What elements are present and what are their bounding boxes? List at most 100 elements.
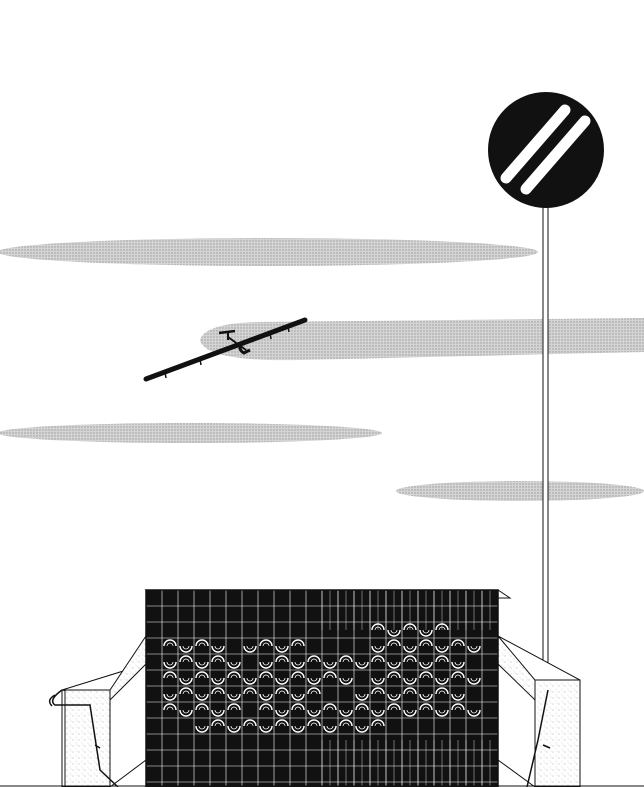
clouds [0,238,644,501]
tile-loop [403,687,417,695]
tile-loop [419,629,433,637]
tile-loop [307,719,321,727]
tile-loop [163,639,177,647]
tile-loop [163,703,177,711]
tile-loop [387,639,401,647]
tile-loop [259,671,273,679]
tile-loop [323,703,337,711]
tile-loop [403,655,417,663]
tile-loop [291,639,305,647]
tile-loop [275,677,289,685]
tile-loop [227,725,241,733]
tile-loop [371,677,385,685]
tile-loop [275,687,289,695]
tile-loop [403,677,417,685]
tile-loop [275,645,289,653]
tile-loop [387,661,401,669]
tile-loop [195,671,209,679]
tile-loop [403,709,417,717]
tile-loop [339,677,353,685]
tile-loop [227,703,241,711]
tile-loop [243,677,257,685]
tile-loop [451,661,465,669]
tile-loop [163,693,177,701]
tile-loop [227,661,241,669]
tile-loop [291,693,305,701]
tile-loop [355,725,369,733]
tile-loop [387,693,401,701]
tile-loop [211,687,225,695]
tile-loop [435,645,449,653]
tile-loop [291,661,305,669]
tile-loop [435,677,449,685]
tile-loop [259,661,273,669]
tile-loop [179,687,193,695]
tile-loop [355,693,369,701]
tile-loop [243,719,257,727]
tile-loop [339,655,353,663]
tile-loop [227,671,241,679]
tile-loop [451,703,465,711]
cloud-4 [396,481,644,501]
tile-loop [195,693,209,701]
tile-loop [387,703,401,711]
tile-loop [403,623,417,631]
tile-loop [451,671,465,679]
tile-loop [195,703,209,711]
tile-loop [419,639,433,647]
cloud-2 [200,318,644,361]
right-side-rail [497,634,581,787]
tile-loop [291,671,305,679]
tile-loop [179,677,193,685]
tile-loop [387,671,401,679]
tile-loop [163,671,177,679]
tile-loop [195,639,209,647]
tile-loop [243,687,257,695]
tile-loop [211,677,225,685]
tile-loop [371,645,385,653]
tiled-bench [144,589,512,787]
tile-loop [467,709,481,717]
cloud-3 [0,423,382,443]
tile-loop [435,687,449,695]
tile-loop [179,709,193,717]
tile-loop [259,639,273,647]
tile-loop [307,687,321,695]
sign-pole [542,205,549,682]
tile-loop [355,661,369,669]
tile-loop [339,719,353,727]
tile-loop [227,693,241,701]
tile-loop [291,725,305,733]
tile-loop [419,693,433,701]
tile-loop [211,719,225,727]
tile-loop [195,661,209,669]
tile-loop [371,655,385,663]
tile-loop [163,661,177,669]
tile-loop [451,639,465,647]
tile-loop [323,661,337,669]
tile-loop [307,655,321,663]
tile-loop [211,709,225,717]
tile-loop [195,725,209,733]
tile-loop [419,703,433,711]
tile-loop [435,623,449,631]
tile-loop [371,687,385,695]
tile-loop [419,661,433,669]
tile-loop [339,709,353,717]
tile-loop [179,655,193,663]
tile-loop [259,703,273,711]
tile-loop [371,719,385,727]
tile-loop [371,623,385,631]
tile-loop [259,693,273,701]
tile-loop [371,709,385,717]
tile-loop [467,645,481,653]
tile-loop [387,629,401,637]
tile-loop [211,645,225,653]
tile-loop [451,693,465,701]
tile-loop [307,677,321,685]
tile-loop [323,725,337,733]
tile-loop [275,709,289,717]
tile-loop [323,671,337,679]
solar-aircraft [143,317,308,382]
